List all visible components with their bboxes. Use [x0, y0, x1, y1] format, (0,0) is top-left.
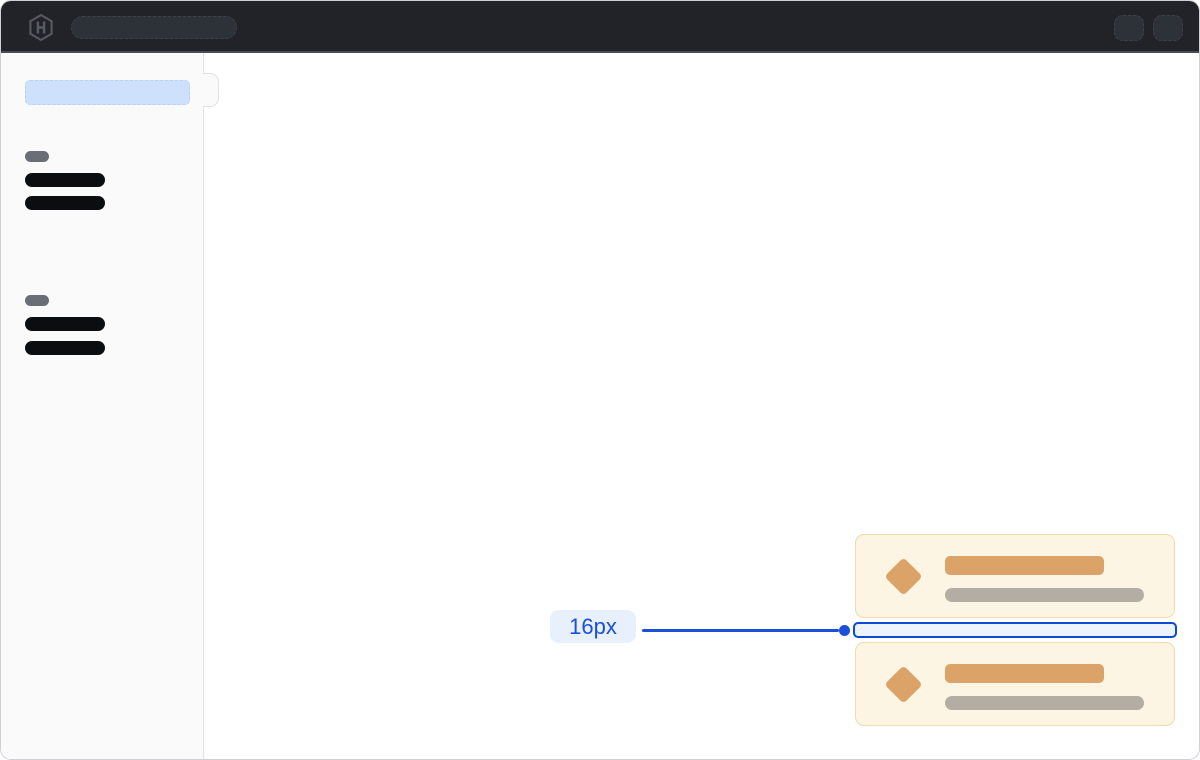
sidebar-section-label-skeleton: [25, 295, 49, 306]
sidebar: [1, 53, 204, 759]
sidebar-nav-item-skeleton[interactable]: [25, 317, 105, 331]
hashicorp-logo-icon: [28, 14, 54, 41]
sidebar-nav-item-skeleton[interactable]: [25, 341, 105, 355]
measurement-line: [642, 629, 839, 632]
card-text-skeleton: [945, 696, 1144, 710]
demo-card: [855, 642, 1175, 726]
demo-card: [855, 534, 1175, 618]
sidebar-section-label-skeleton: [25, 151, 49, 162]
topbar: [1, 1, 1199, 53]
sidebar-active-item-skeleton[interactable]: [25, 80, 190, 105]
sidebar-toggle-button[interactable]: [203, 73, 219, 107]
sidebar-nav-item-skeleton[interactable]: [25, 173, 105, 187]
diamond-icon: [883, 664, 923, 704]
topbar-action-skeleton[interactable]: [1153, 15, 1183, 41]
card-title-skeleton: [945, 556, 1104, 575]
card-title-skeleton: [945, 664, 1104, 683]
diamond-icon: [883, 556, 923, 596]
card-text-skeleton: [945, 588, 1144, 602]
topbar-action-skeleton[interactable]: [1114, 15, 1144, 41]
sidebar-nav-item-skeleton[interactable]: [25, 196, 105, 210]
spacing-gap-highlight: [853, 622, 1177, 638]
measurement-dot: [839, 624, 850, 636]
spacing-value-label: 16px: [550, 610, 636, 643]
search-input-skeleton[interactable]: [71, 16, 237, 39]
